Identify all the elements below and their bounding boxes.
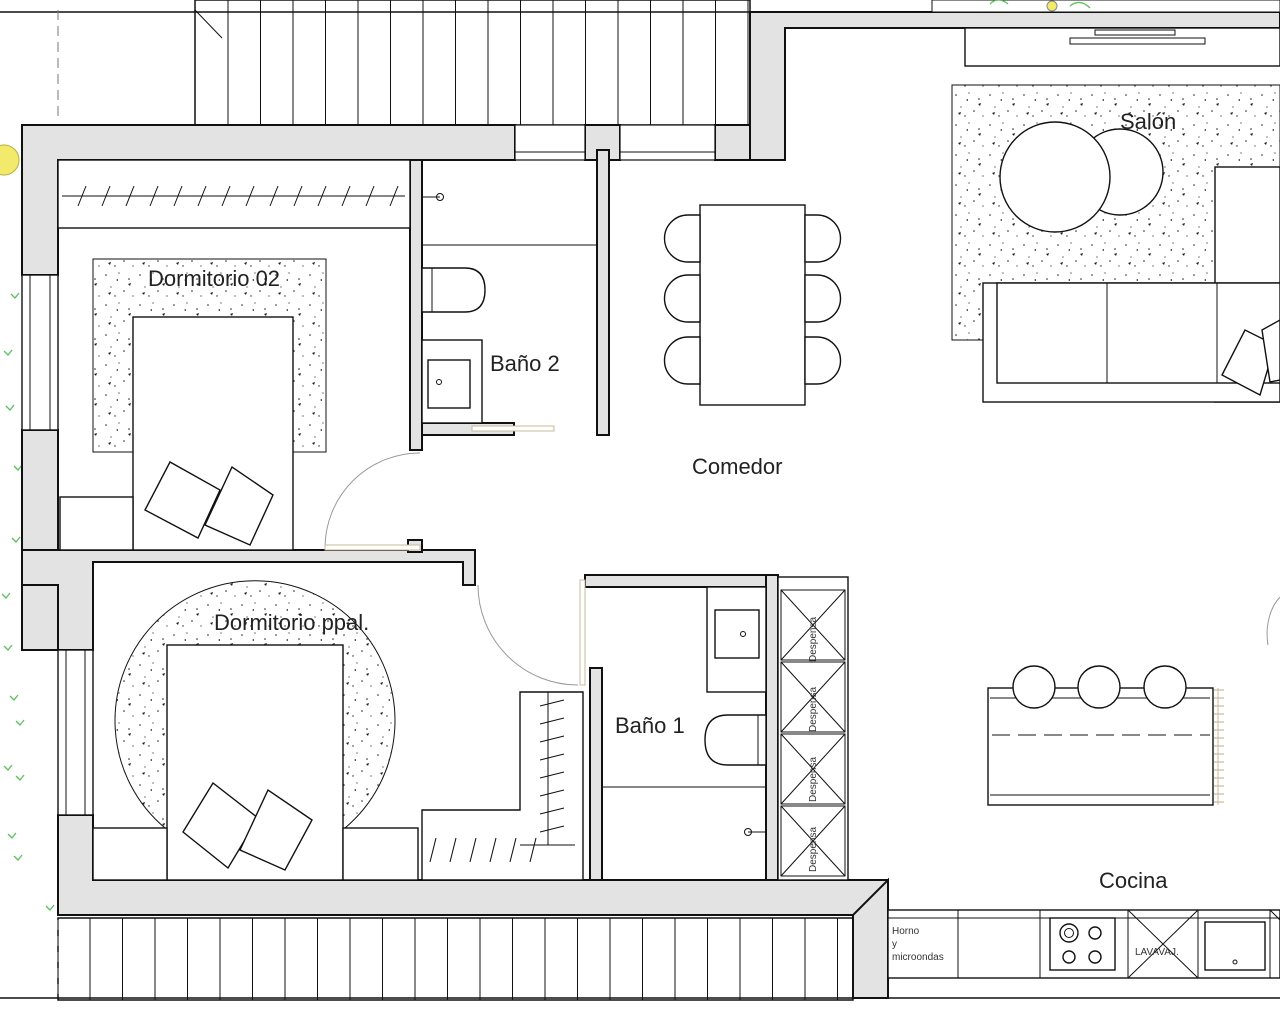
comedor: Comedor [663, 204, 842, 479]
exterior-walls [21, 11, 1280, 999]
horno-label-2: y [892, 939, 897, 950]
bano-1: Baño 1 [602, 586, 767, 836]
horno-label-3: microondas [892, 952, 944, 963]
cocina: Cocina Horno y microondas LAVAVAJ. [887, 665, 1280, 979]
dormitorio-02: Dormitorio 02 [57, 159, 411, 551]
despensa-label-3: Despensa [808, 757, 819, 802]
stairs-bottom [57, 917, 854, 1001]
door-dormitorio-ppal [477, 579, 586, 686]
door-dormitorio-02 [324, 452, 421, 551]
stairs-top [194, 0, 751, 126]
horno-label-1: Horno [892, 926, 920, 937]
terrace-plants [1, 292, 55, 911]
despensa-label-4: Despensa [808, 827, 819, 872]
despensa-label-1: Despensa [808, 617, 819, 662]
room-label-comedor: Comedor [692, 454, 782, 479]
room-label-salon: Salón [1120, 109, 1176, 134]
bano-2: Baño 2 [421, 193, 597, 432]
lavavaj-label: LAVAVAJ. [1135, 947, 1179, 958]
room-label-cocina: Cocina [1099, 868, 1168, 893]
room-label-dormitorio-ppal: Dormitorio ppal. [214, 610, 369, 635]
room-label-bano-2: Baño 2 [490, 351, 560, 376]
room-label-bano-1: Baño 1 [615, 713, 685, 738]
despensa-label-2: Despensa [808, 687, 819, 732]
room-label-dormitorio-02: Dormitorio 02 [148, 266, 280, 291]
lamp-icon [0, 144, 20, 176]
salon: Salón [931, 0, 1280, 403]
dormitorio-ppal: Dormitorio ppal. [92, 580, 584, 881]
despensa-cabinets: Despensa Despensa Despensa Despensa [777, 576, 849, 881]
